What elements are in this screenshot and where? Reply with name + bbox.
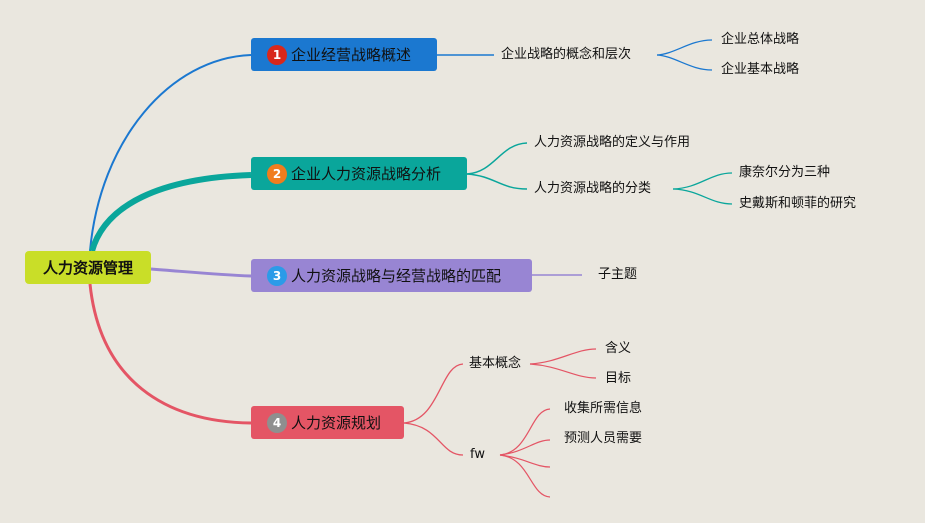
topic-2[interactable]: 2 企业人力资源战略分析 xyxy=(251,157,467,190)
leaf-node[interactable]: 含义 xyxy=(605,341,632,356)
topic-2-label: 企业人力资源战略分析 xyxy=(291,165,442,183)
topic2-connector xyxy=(466,142,528,175)
branch-line-2 xyxy=(89,172,252,252)
topic2-connector xyxy=(466,173,528,190)
leaf-node[interactable]: 预测人员需要 xyxy=(564,431,643,446)
subtopic-node[interactable]: 企业战略的概念和层次 xyxy=(501,47,632,62)
topic2-sub-connector xyxy=(672,172,733,190)
number-2-icon: 2 xyxy=(267,163,287,184)
topic-1[interactable]: 1 企业经营战略概述 xyxy=(251,38,437,71)
topic4-connector xyxy=(403,363,464,424)
topic-3-label: 人力资源战略与经营战略的匹配 xyxy=(291,267,502,285)
topic-1-label: 企业经营战略概述 xyxy=(291,46,412,64)
topic4-sub-connector xyxy=(499,439,551,456)
topic4-sub-connector xyxy=(529,363,597,379)
subtopic-node[interactable]: 人力资源战略的分类 xyxy=(534,181,652,196)
leaf-node[interactable]: 企业基本战略 xyxy=(721,62,800,77)
topic1-sub-connector xyxy=(656,39,713,56)
subtopic-node[interactable]: 人力资源战略的定义与作用 xyxy=(534,135,691,150)
topic4-sub-connector xyxy=(529,348,597,365)
topic-4[interactable]: 4 人力资源规划 xyxy=(251,406,404,439)
topic4-connector xyxy=(403,422,464,456)
branch-line-4 xyxy=(88,283,252,425)
leaf-node[interactable]: 企业总体战略 xyxy=(721,32,800,47)
topic2-sub-connector xyxy=(672,188,733,205)
topic-4-label: 人力资源规划 xyxy=(291,414,382,432)
branch-line-3 xyxy=(150,267,252,278)
leaf-node[interactable]: 史戴斯和顿菲的研究 xyxy=(739,196,857,211)
branch-line-1 xyxy=(89,54,252,252)
root-topic-label: 人力资源管理 xyxy=(42,259,133,277)
topic1-sub-connector xyxy=(656,54,713,71)
root-topic[interactable]: 人力资源管理 xyxy=(25,251,151,284)
leaf-node[interactable]: 目标 xyxy=(605,371,632,386)
number-4-icon: 4 xyxy=(267,412,287,433)
number-3-icon: 3 xyxy=(267,265,287,286)
leaf-node[interactable]: 康奈尔分为三种 xyxy=(739,165,831,180)
subtopic-node[interactable]: 子主题 xyxy=(598,267,638,282)
number-1-icon: 1 xyxy=(267,44,287,65)
subtopic-node[interactable]: 基本概念 xyxy=(469,356,522,371)
subtopic-node[interactable]: fw xyxy=(470,447,485,462)
topic4-sub-connector xyxy=(499,454,551,498)
topic-3[interactable]: 3 人力资源战略与经营战略的匹配 xyxy=(251,259,532,292)
leaf-node[interactable]: 收集所需信息 xyxy=(564,401,643,416)
